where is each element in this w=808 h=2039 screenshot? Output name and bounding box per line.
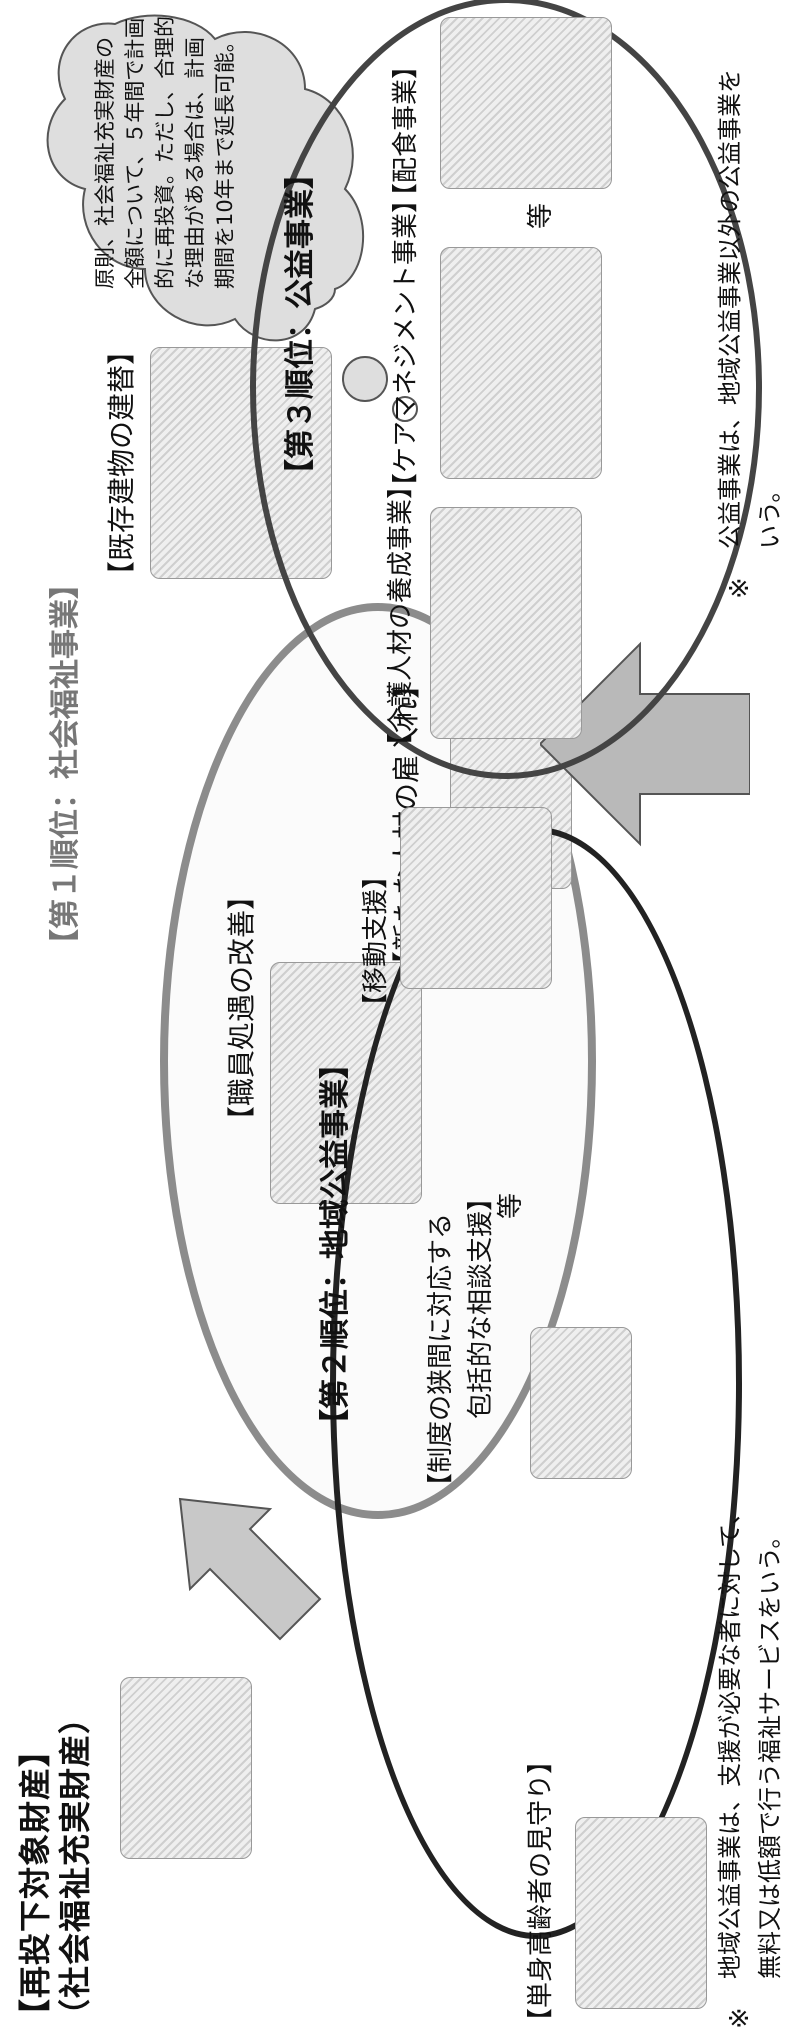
priority3-item-1: 【介護人材の養成事業】 — [386, 472, 416, 759]
note-left-line-1: 地域公益事業は、支援が必要な者に対して、 — [716, 1500, 744, 1979]
note-right-line-1: 公益事業は、地域公益事業以外の公益事業を — [716, 69, 744, 549]
bubble-line-2: 全額について、５年間で計画 — [123, 17, 147, 289]
bubble-line-4: な理由がある場合は、計画 — [183, 37, 207, 289]
note-right-line-2: いう。 — [756, 478, 784, 549]
consultation-illustration — [530, 1327, 632, 1479]
header-subtitle: （社会福祉充実財産） — [56, 1700, 94, 2031]
priority1-title: 【第１順位：社会福祉事業】 — [48, 569, 83, 959]
priority2-item-1: 【単身高齢者の見守り】 — [526, 1747, 556, 2034]
transport-illustration — [400, 807, 552, 989]
priority1-item-1: 【職員処遇の改善】 — [225, 881, 258, 1134]
priority3-etc: 等 — [526, 202, 556, 229]
bubble-line-3: 的に再投資。ただし、合理的 — [153, 16, 177, 289]
arrow-to-priority3 — [540, 641, 750, 847]
priority3-title: 【第３順位：公益事業】 — [283, 159, 318, 489]
priority2-etc: 等 — [496, 1192, 526, 1219]
arrow-to-priority1 — [178, 1497, 322, 1641]
note-right-mark: ※ — [725, 577, 755, 599]
note-left-mark: ※ — [725, 2007, 755, 2029]
priority2-item-2a: 【制度の狭間に対応する — [426, 1212, 456, 1499]
care-management-illustration — [440, 247, 602, 479]
priority3-item-2: 【ケアマネジメント事業】 — [391, 186, 421, 499]
thought-bubble — [46, 14, 418, 422]
group-photo-illustration — [120, 1677, 252, 1859]
priority2-title: 【第２順位：地域公益事業】 — [318, 1049, 353, 1439]
bubble-line-1: 原則、社会福祉充実財産の — [93, 37, 117, 289]
priority2-item-3: 【移動支援】 — [361, 862, 391, 1019]
elder-watch-illustration — [575, 1817, 707, 2009]
meal-delivery-illustration — [440, 17, 612, 189]
priority2-item-2b: 包括的な相談支援】 — [466, 1184, 496, 1419]
thought-bubble-text: 原則、社会福祉充実財産の 全額について、５年間で計画 的に再投資。ただし、合理的… — [90, 16, 240, 289]
priority3-item-3: 【配食事業】 — [391, 52, 421, 209]
note-left-line-2: 無料又は低額で行う福祉サービスをいう。 — [756, 1524, 784, 1979]
bubble-line-5: 期間を10年まで延長可能。 — [213, 31, 237, 289]
care-training-illustration — [430, 507, 582, 739]
